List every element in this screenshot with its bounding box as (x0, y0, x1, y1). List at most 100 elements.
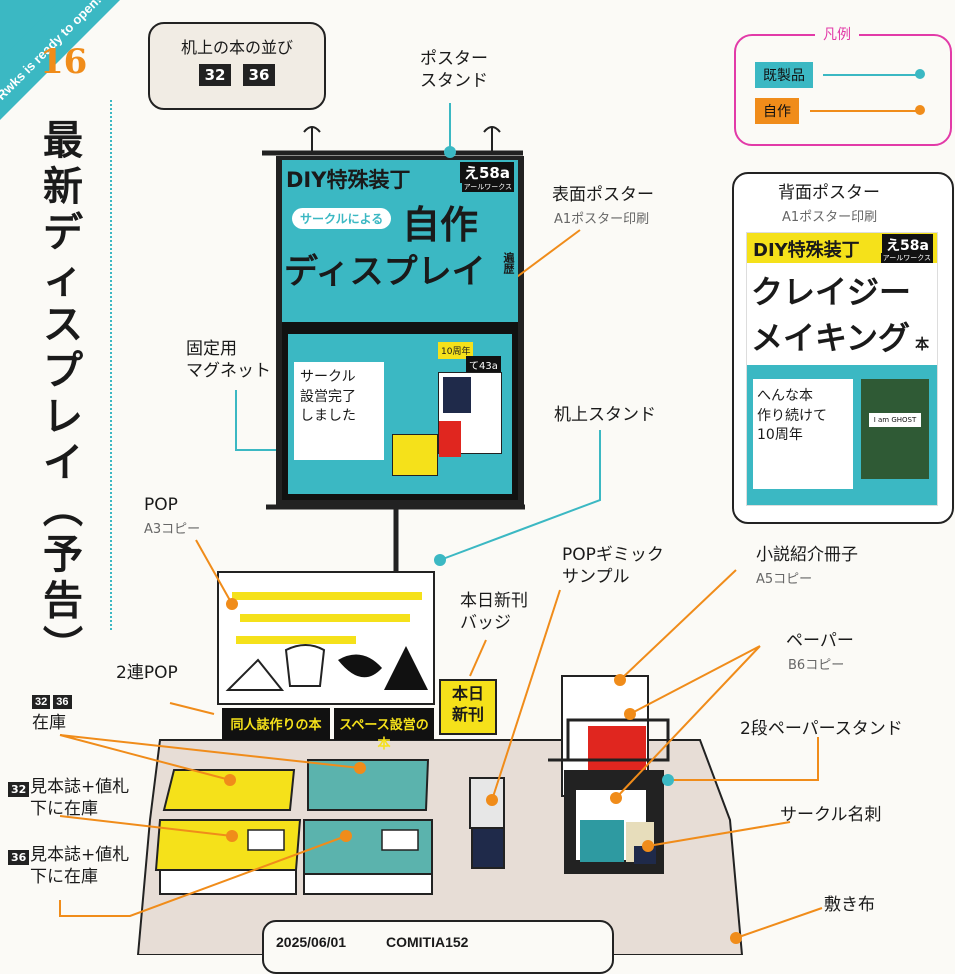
price-tag-32 (247, 829, 285, 851)
title-char: 告 (43, 577, 83, 624)
label-front-poster-sub: A1ポスター印刷 (554, 212, 650, 227)
front-poster-booth: え58a (460, 162, 514, 183)
footer-event: COMITIA152 (386, 934, 469, 950)
label-paper: ペーパー (786, 631, 854, 651)
title-char: ︶ (43, 623, 83, 670)
legend-dot-diy (915, 105, 925, 115)
title-char: ︵ (43, 485, 83, 532)
pop-highlight-3 (236, 636, 356, 644)
book-order-box: 机上の本の並び 32 36 (148, 22, 326, 110)
pop-sign-right-bg (334, 708, 434, 740)
back-poster-label: 背面ポスター (778, 183, 880, 203)
back-poster-header: DIY特殊装丁 (753, 240, 860, 261)
back-poster-side: 本 (915, 337, 930, 353)
label-desk-stand: 机上スタンド (554, 405, 656, 425)
leader-paper-stand (668, 737, 819, 781)
book-order-badge-32: 32 (198, 64, 232, 86)
back-poster-ghost-text: I am GHOST (869, 413, 921, 427)
pop-highlight-1 (232, 592, 422, 600)
pop-sign-right: スペース設営の本 (339, 718, 429, 752)
pop-drawing-3 (338, 654, 382, 678)
pop-sign-left-bg (222, 708, 330, 740)
back-poster-card-text: へんな本 作り続けて 10周年 (757, 388, 827, 444)
label-today-badge: 本日新刊 バッジ (460, 591, 528, 634)
title-char: レ (43, 393, 83, 440)
pop-highlight-2 (240, 614, 410, 622)
leader-front-poster (509, 229, 581, 283)
leader-sample32 (59, 815, 233, 837)
leader-stock (59, 734, 361, 781)
book-stack-36-pages (303, 873, 433, 895)
label-cloth: 敷き布 (824, 895, 875, 915)
front-poster: DIY特殊装丁 え58a アールワークス サークルによる 自作 ディスプレイ 遍… (282, 160, 518, 500)
label-double-pop: 2連POP (116, 663, 178, 683)
label-stock: 在庫 (32, 713, 66, 733)
front-poster-header: DIY特殊装丁 (286, 168, 411, 192)
title-char: ィ (43, 255, 83, 302)
sample32-badge: 32 (8, 782, 30, 797)
leader-sample36 (59, 835, 347, 917)
front-poster-card: サークル 設営完了 しました (294, 362, 384, 460)
label-novel-booklet: 小説紹介冊子 (756, 545, 858, 565)
footer-date: 2025/06/01 (276, 934, 347, 950)
book-stack-32-top (162, 769, 296, 811)
poster-clip-right (483, 126, 501, 153)
front-poster-big2: ディスプレイ (284, 252, 486, 292)
front-poster-tenyear: 10周年 (438, 342, 474, 359)
label-sample32: 見本誌+値札 下に在庫 (30, 777, 130, 820)
title-char: デ (43, 209, 83, 256)
back-poster-card: へんな本 作り続けて 10周年 (753, 379, 853, 489)
label-two-tier-stand: 2段ペーパースタンド (740, 719, 903, 739)
legend-item-diy: 自作 (755, 98, 799, 124)
label-paper-sub: B6コピー (788, 658, 845, 673)
book-order-badge-36: 36 (242, 64, 276, 86)
price-tag-36 (381, 829, 419, 851)
front-poster-big1: 自作 (402, 203, 479, 247)
leader-double-pop (169, 702, 215, 715)
front-poster-booth2: て43a (466, 356, 501, 373)
label-sample36: 見本誌+値札 下に在庫 (30, 845, 130, 888)
title-char: 予 (43, 531, 83, 578)
gimmick-sample-base (471, 827, 505, 869)
sample36-badge: 36 (8, 850, 30, 865)
leader-paper (615, 645, 761, 799)
legend-title: 凡例 (815, 24, 859, 44)
label-magnet: 固定用 マグネット (186, 339, 271, 382)
leader-gimmick (491, 589, 561, 801)
book-stack-36-top (307, 759, 430, 811)
label-pop: POP (144, 495, 178, 515)
legend-line-ready (823, 74, 919, 76)
front-poster-sub-pill: サークルによる (292, 208, 392, 229)
title-char: ス (43, 301, 83, 348)
back-poster-ghost-book: I am GHOST (861, 379, 929, 479)
front-poster-card-text: サークル 設営完了 しました (300, 369, 356, 425)
back-poster-card-area: へんな本 作り続けて 10周年 I am GHOST (747, 365, 937, 505)
back-poster-circle: アールワークス (880, 253, 933, 263)
leader-business-card (647, 821, 791, 847)
book-order-label: 机上の本の並び (180, 38, 293, 57)
back-poster-sub: A1ポスター印刷 (782, 210, 878, 225)
poster-clip-left (303, 126, 321, 153)
pop-drawing-2 (284, 644, 326, 687)
leader-desk-stand (439, 430, 601, 561)
title-char: 最 (43, 117, 83, 164)
front-poster-circle: アールワークス (461, 182, 514, 192)
label-novel-booklet-sub: A5コピー (756, 572, 813, 587)
label-pop-gimmick: POPギミック サンプル (562, 545, 664, 588)
leader-today-badge (469, 639, 487, 677)
corner-number: 16 (40, 42, 88, 82)
front-poster-inset: サークル 設営完了 しました 10周年 て43a (282, 322, 518, 500)
today-badge-bg (439, 679, 497, 735)
title-char: 新 (43, 163, 83, 210)
leader-cloth (735, 907, 823, 939)
pop-sign-left: 同人誌作りの本 (230, 718, 322, 733)
legend-line-diy (810, 110, 919, 112)
corner-ribbon (0, 0, 120, 120)
front-poster-books (438, 372, 502, 457)
back-poster-line2: メイキング (751, 319, 911, 357)
back-poster: DIY特殊装丁 え58a アールワークス クレイジー メイキング 本 へんな本 … (746, 232, 938, 506)
title-dotted-line (110, 100, 112, 630)
legend-item-ready: 既製品 (755, 62, 813, 88)
label-front-poster: 表面ポスター (552, 185, 654, 205)
